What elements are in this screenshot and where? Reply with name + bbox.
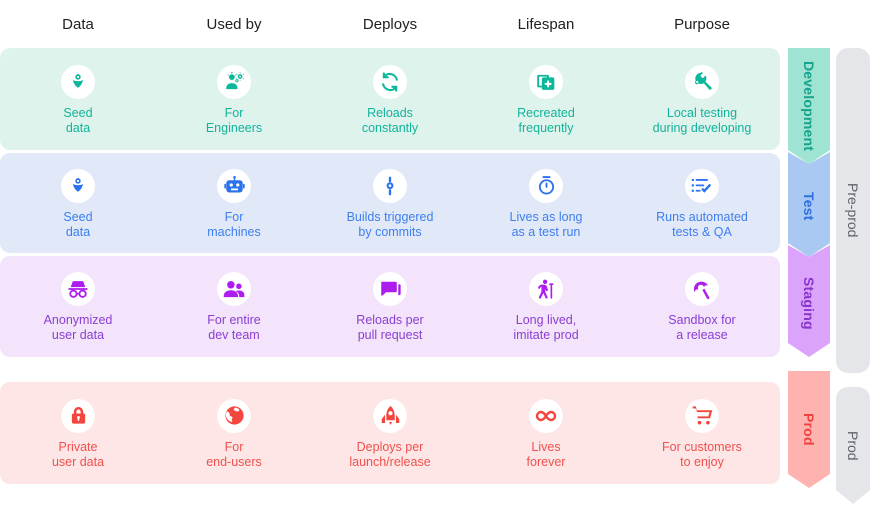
- cell-label: Recreated frequently: [517, 105, 575, 135]
- cell-staging-deploys: Reloads per pull request: [312, 256, 468, 357]
- cell-label: Private user data: [51, 439, 105, 469]
- flower-seed-icon: [61, 168, 95, 203]
- cell-development-lifespan: Recreated frequently: [468, 48, 624, 150]
- cell-prod-lifespan: Lives forever: [468, 382, 624, 484]
- column-headers: Data Used by Deploys Lifespan Purpose: [0, 0, 780, 48]
- cell-prod-purpose: For customers to enjoy: [624, 382, 780, 484]
- row-development: Seed data For Engineers: [0, 48, 780, 150]
- column-header-used-by: Used by: [206, 15, 262, 33]
- row-prod: Private user data For end-users: [0, 382, 780, 484]
- group-label: Prod: [845, 430, 861, 461]
- checklist-icon: [685, 168, 719, 203]
- cell-label: Local testing during developing: [652, 105, 752, 135]
- cell-label: Builds triggered by commits: [346, 209, 434, 239]
- cell-development-used-by: For Engineers: [156, 48, 312, 150]
- people-group-icon: [217, 272, 251, 306]
- cell-staging-data: Anonymized user data: [0, 256, 156, 357]
- column-header-purpose: Purpose: [674, 15, 730, 33]
- stopwatch-icon: [529, 168, 563, 203]
- group-preprod[interactable]: Pre-prod: [836, 48, 870, 373]
- robot-icon: [217, 168, 251, 203]
- copy-add-icon: [529, 64, 563, 99]
- stage-prod[interactable]: Prod: [788, 371, 830, 488]
- cell-label: Deploys per launch/release: [349, 439, 431, 469]
- commit-icon: [373, 168, 407, 203]
- cell-test-lifespan: Lives as long as a test run: [468, 153, 624, 253]
- flower-seed-icon: [61, 64, 95, 99]
- stage-development[interactable]: Development: [788, 48, 830, 164]
- refresh-loop-icon: [373, 64, 407, 99]
- cell-development-deploys: Reloads constantly: [312, 48, 468, 150]
- comment-chat-icon: [373, 272, 407, 306]
- stage-chevrons: Development Test Staging Prod: [788, 48, 830, 488]
- cell-label: Reloads constantly: [361, 105, 419, 135]
- stage-label: Test: [801, 192, 817, 221]
- column-header-deploys: Deploys: [362, 15, 418, 33]
- infinity-icon: [529, 398, 563, 433]
- cell-label: Lives forever: [526, 439, 566, 469]
- cell-label: Sandbox for a release: [668, 313, 736, 342]
- engineer-gears-icon: [217, 64, 251, 99]
- wrench-icon: [685, 64, 719, 99]
- globe-icon: [217, 398, 251, 433]
- stage-staging[interactable]: Staging: [788, 245, 830, 357]
- cell-development-data: Seed data: [0, 48, 156, 150]
- cell-label: Anonymized user data: [43, 313, 113, 342]
- column-header-lifespan: Lifespan: [517, 15, 575, 33]
- environment-rows: Seed data For Engineers: [0, 48, 780, 484]
- group-bars: Pre-prod Prod: [836, 48, 870, 504]
- stage-label: Prod: [801, 413, 817, 446]
- cell-test-data: Seed data: [0, 153, 156, 253]
- cell-test-purpose: Runs automated tests & QA: [624, 153, 780, 253]
- rocket-icon: [373, 398, 407, 433]
- cell-label: Seed data: [63, 209, 93, 239]
- incognito-icon: [61, 272, 95, 306]
- cell-staging-used-by: For entire dev team: [156, 256, 312, 357]
- group-prod[interactable]: Prod: [836, 387, 870, 504]
- cell-label: For end-users: [206, 439, 262, 469]
- cell-prod-used-by: For end-users: [156, 382, 312, 484]
- column-header-data: Data: [62, 15, 94, 33]
- cell-label: Reloads per pull request: [356, 313, 424, 342]
- cell-development-purpose: Local testing during developing: [624, 48, 780, 150]
- cell-prod-data: Private user data: [0, 382, 156, 484]
- cell-staging-purpose: Sandbox for a release: [624, 256, 780, 357]
- cell-label: Seed data: [63, 105, 93, 135]
- cell-staging-lifespan: Long lived, imitate prod: [468, 256, 624, 357]
- cell-test-used-by: For machines: [156, 153, 312, 253]
- stage-label: Development: [801, 60, 817, 152]
- cell-prod-deploys: Deploys per launch/release: [312, 382, 468, 484]
- cell-label: Lives as long as a test run: [509, 209, 583, 239]
- beach-umbrella-icon: [685, 272, 719, 306]
- row-staging: Anonymized user data For entire dev team: [0, 256, 780, 357]
- elderly-person-icon: [529, 272, 563, 306]
- row-test: Seed data For machines: [0, 153, 780, 253]
- stage-label: Staging: [801, 276, 817, 330]
- cell-label: Runs automated tests & QA: [656, 209, 748, 239]
- cell-label: For customers to enjoy: [662, 439, 742, 469]
- cell-label: For entire dev team: [207, 313, 261, 342]
- lock-icon: [61, 398, 95, 433]
- cell-test-deploys: Builds triggered by commits: [312, 153, 468, 253]
- cell-label: For machines: [207, 209, 261, 239]
- group-label: Pre-prod: [845, 183, 861, 238]
- cell-label: Long lived, imitate prod: [513, 313, 579, 342]
- cell-label: For Engineers: [205, 105, 263, 135]
- stage-test[interactable]: Test: [788, 152, 830, 257]
- shopping-cart-icon: [685, 398, 719, 433]
